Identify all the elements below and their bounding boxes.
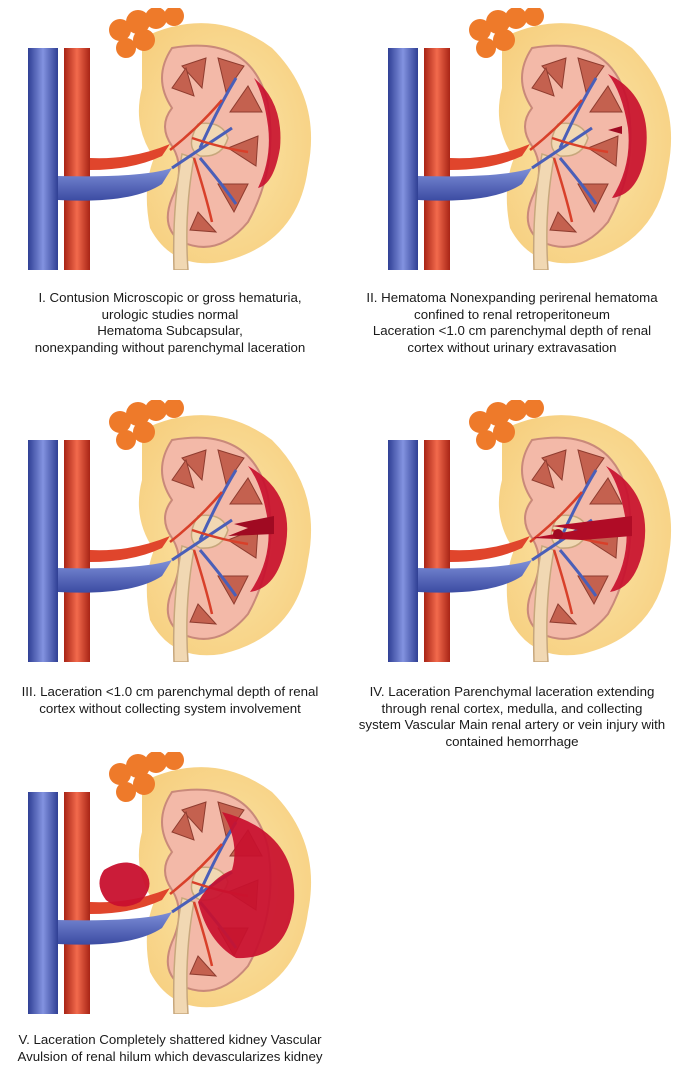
kidney-grade-1-svg [26, 8, 313, 270]
kidney-grade-2-svg [386, 8, 673, 270]
kidney-illustration-grade-2 [382, 8, 682, 270]
kidney-grade-4-svg [386, 400, 673, 662]
caption-line: Avulsion of renal hilum which devascular… [17, 1048, 323, 1064]
kidney-illustration-grade-3 [22, 400, 322, 662]
caption-line: II. Hematoma Nonexpanding perirenal hema… [366, 290, 658, 305]
kidney-illustration-grade-4 [382, 400, 682, 662]
caption-grade-5: V. Laceration Completely shattered kidne… [0, 1032, 340, 1065]
laceration-medium [228, 516, 274, 536]
perirenal-hematoma [606, 466, 646, 592]
hilar-hemorrhage [99, 862, 150, 907]
caption-line: V. Laceration Completely shattered kidne… [18, 1032, 322, 1047]
caption-line: IV. Laceration Parenchymal laceration ex… [369, 684, 655, 699]
caption-line: confined to renal retroperitoneum [414, 306, 610, 322]
caption-line: Laceration <1.0 cm parenchymal depth of … [372, 323, 652, 338]
kidney-grade-5-svg [26, 752, 313, 1014]
caption-grade-2: II. Hematoma Nonexpanding perirenal hema… [342, 290, 682, 356]
vessel-injury [553, 529, 563, 539]
laceration-shallow [608, 126, 622, 134]
caption-line: urologic studies normal [101, 306, 239, 322]
caption-line: through renal cortex, medulla, and colle… [381, 700, 643, 716]
perirenal-hematoma [248, 466, 288, 592]
massive-hematoma [198, 812, 295, 959]
caption-line: cortex without collecting system involve… [39, 700, 301, 716]
subcapsular-hematoma [254, 78, 281, 188]
caption-grade-4: IV. Laceration Parenchymal laceration ex… [342, 684, 682, 750]
caption-line: cortex without urinary extravasation [407, 339, 617, 355]
caption-line: Hematoma Subcapsular, [97, 323, 243, 338]
caption-line: contained hemorrhage [445, 733, 579, 749]
caption-grade-3: III. Laceration <1.0 cm parenchymal dept… [0, 684, 340, 717]
caption-line: III. Laceration <1.0 cm parenchymal dept… [21, 684, 319, 699]
kidney-grade-3-svg [26, 400, 313, 662]
caption-line: system Vascular Main renal artery or vei… [358, 717, 666, 732]
kidney-illustration-grade-5 [22, 752, 322, 1014]
caption-line: nonexpanding without parenchymal lacerat… [34, 339, 306, 355]
caption-grade-1: I. Contusion Microscopic or gross hematu… [0, 290, 340, 356]
caption-line: I. Contusion Microscopic or gross hematu… [38, 290, 302, 305]
kidney-illustration-grade-1 [22, 8, 322, 270]
perirenal-hematoma [608, 74, 647, 198]
